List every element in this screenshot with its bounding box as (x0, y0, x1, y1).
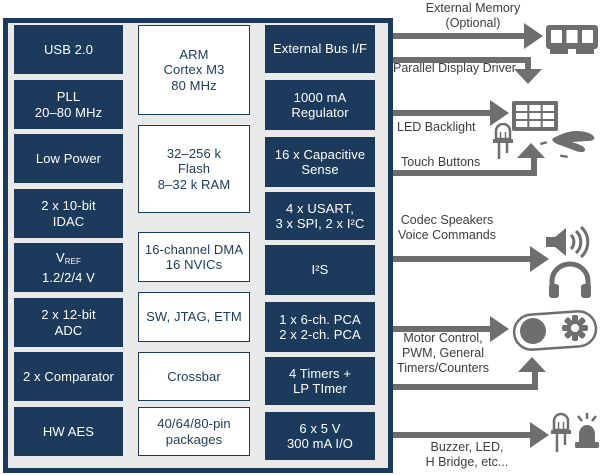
touch-hand-icon (538, 123, 596, 159)
block-pca: 1 x 6-ch. PCA 2 x 2-ch. PCA (265, 302, 375, 352)
label-external-memory: External Memory (Optional) (425, 1, 521, 30)
block-regulator: 1000 mA Regulator (265, 80, 375, 130)
memory-module-icon (546, 23, 598, 57)
block-capacitive-sense: 16 x Capacitive Sense (265, 137, 375, 187)
block-comparator: 2 x Comparator (14, 352, 123, 401)
speaker-icon (546, 225, 594, 259)
label-motor: Motor Control, PWM, General Timers/Count… (397, 331, 489, 375)
headphones-icon (548, 261, 592, 299)
block-usart-spi-i2c: 4 x USART, 3 x SPI, 2 x I²C (265, 192, 375, 240)
label-led-backlight: LED Backlight (397, 120, 476, 134)
block-timers: 4 Timers + LP TImer (265, 357, 375, 405)
label-parallel-display: Parallel Display Driver (393, 61, 516, 75)
led-icon (548, 412, 574, 454)
block-io: 6 x 5 V 300 mA I/O (265, 412, 375, 460)
block-packages: 40/64/80-pin packages (138, 407, 250, 456)
block-low-power: Low Power (14, 134, 123, 183)
block-dma-nvic: 16-channel DMA 16 NVICs (138, 232, 250, 282)
block-arm-core: ARM Cortex M3 80 MHz (138, 25, 250, 115)
label-touch-buttons: Touch Buttons (401, 155, 481, 169)
block-flash-ram: 32–256 k Flash 8–32 k RAM (138, 125, 250, 213)
display-panel-icon (512, 101, 558, 131)
motor-belt-icon (512, 308, 598, 352)
led-icon (490, 123, 516, 161)
block-crossbar: Crossbar (138, 352, 250, 401)
block-i2s: I²S (265, 245, 375, 295)
block-pll: PLL 20–80 MHz (14, 80, 123, 129)
block-adc: 2 x 12-bit ADC (14, 298, 123, 347)
block-idac: 2 x 10-bit IDAC (14, 189, 123, 238)
block-usb: USB 2.0 (14, 25, 123, 74)
buzzer-alarm-icon (574, 410, 600, 454)
label-buzzer: Buzzer, LED, H Bridge, etc... (425, 440, 509, 469)
block-vref: VREF 1.2/2/4 V (14, 243, 123, 292)
block-hw-aes: HW AES (14, 407, 123, 456)
block-external-bus: External Bus I/F (265, 25, 375, 73)
block-debug: SW, JTAG, ETM (138, 292, 250, 342)
label-codec: Codec Speakers Voice Commands (398, 213, 496, 242)
